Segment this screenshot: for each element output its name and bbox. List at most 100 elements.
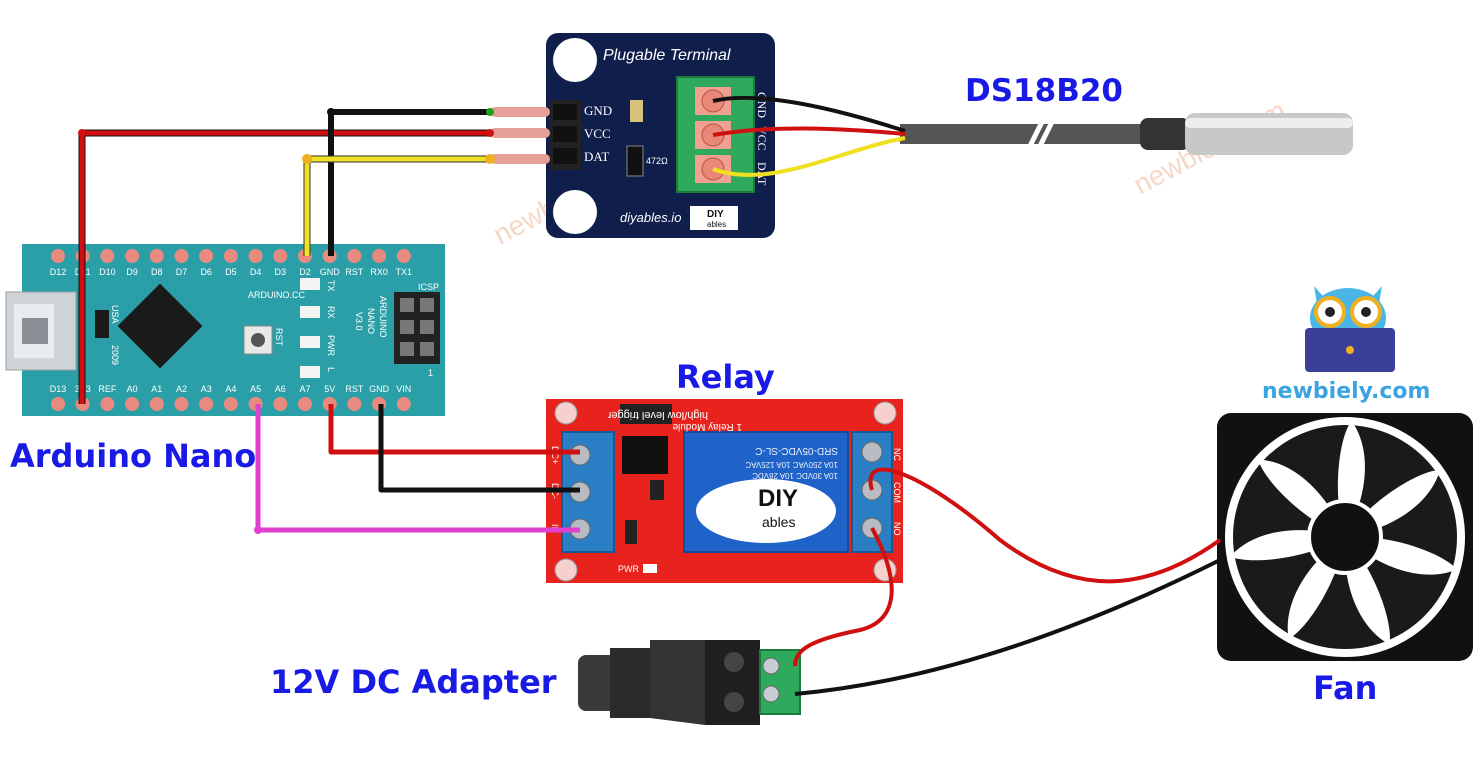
arduino-label: Arduino Nano (10, 437, 256, 475)
fan-icon (1217, 413, 1473, 661)
header-pad (273, 249, 288, 263)
header-pad (149, 249, 164, 263)
header-pad (174, 397, 189, 411)
adapter-label: 12V DC Adapter (270, 663, 557, 701)
relay-pin-no: NO (892, 522, 902, 536)
wire-adapter-positive (793, 527, 894, 667)
header-pad (100, 397, 115, 411)
relay-model: SRD-05VDC-SL-C (755, 445, 838, 456)
terminal-brand: diyables.io (620, 210, 681, 225)
wire-endpoints (78, 108, 495, 534)
silk-l: L (326, 367, 336, 372)
terminal-logo-top: DIY (707, 209, 724, 220)
relay-logo-bottom: ables (762, 514, 795, 530)
fan-label: Fan (1313, 669, 1377, 707)
header-pin-label: D2 (299, 267, 311, 277)
header-pad (125, 249, 140, 263)
header-pin-label: A5 (250, 384, 261, 394)
header-pad (199, 397, 214, 411)
relay-pin-dcplus: DC+ (550, 446, 560, 464)
header-pin-label: RX0 (370, 267, 388, 277)
header-pin-label: GND (320, 267, 341, 277)
wire-gnd-relay (378, 404, 580, 493)
header-pin-label: D4 (250, 267, 262, 277)
header-pin-label: 5V (324, 384, 335, 394)
terminal-pin-dat: DAT (584, 149, 609, 164)
terminal-pin-vcc: VCC (584, 126, 611, 141)
header-pin-label: D13 (50, 384, 67, 394)
wire-fan-negative (794, 558, 1221, 696)
header-pad (223, 397, 238, 411)
relay-logo-top: DIY (758, 485, 798, 512)
silk-rx: RX (326, 306, 336, 319)
header-pin-label: A6 (275, 384, 286, 394)
header-pin-label: D9 (126, 267, 138, 277)
silk-usa: USA (110, 305, 120, 324)
screw-label-gnd: GND (755, 92, 769, 118)
header-pin-label: D8 (151, 267, 163, 277)
header-pad (223, 249, 238, 263)
mount-hole-icon (553, 190, 597, 234)
relay-module: DC+ DC- IN PWR SRD-05VDC-SL-C 10A 250VAC… (546, 399, 903, 583)
header-pad (125, 397, 140, 411)
reset-button-icon (251, 333, 265, 347)
header-pin-label: TX1 (396, 267, 413, 277)
silk-arduino-cc: ARDUINO.CC (248, 290, 306, 300)
header-pin-label: A7 (299, 384, 310, 394)
temperature-probe-icon (900, 113, 1353, 155)
header-pin-label: D5 (225, 267, 237, 277)
silk-year: 2009 (110, 345, 120, 365)
silk-tx: TX (326, 280, 336, 292)
header-pin-label: D6 (200, 267, 212, 277)
silk-pwr: PWR (326, 335, 336, 356)
microcontroller-chip (117, 283, 203, 369)
header-pad (273, 397, 288, 411)
wire-fan-positive (868, 467, 1222, 584)
header-pad (347, 249, 362, 263)
silk-name: ARDUINO (378, 296, 388, 338)
header-pad (347, 397, 362, 411)
header-pin-label: D12 (50, 267, 67, 277)
header-pad (248, 249, 263, 263)
header-pad (372, 249, 387, 263)
dc-jack-icon (578, 640, 801, 725)
wire-signal (255, 404, 580, 533)
silk-one: 1 (428, 368, 433, 378)
header-pin-label: RST (345, 384, 364, 394)
header-pin-label: VIN (396, 384, 411, 394)
header-pin-label: A2 (176, 384, 187, 394)
header-pad (149, 397, 164, 411)
silk-icsp: ICSP (418, 282, 439, 292)
header-pad (51, 397, 65, 411)
header-pad (199, 249, 214, 263)
wire-data (304, 156, 490, 256)
silk-version: V3.0 (354, 312, 364, 331)
mount-hole-icon (553, 38, 597, 82)
header-pin-label: D10 (99, 267, 116, 277)
header-pin-label: A4 (225, 384, 236, 394)
ds18b20-label: DS18B20 (965, 73, 1123, 109)
header-pad (396, 249, 411, 263)
header-pin-label: A3 (201, 384, 212, 394)
header-pin-label: D7 (176, 267, 188, 277)
owl-logo-icon (1305, 286, 1395, 372)
relay-pwr-label: PWR (618, 564, 639, 574)
header-pin-label: A1 (151, 384, 162, 394)
terminal-board: Plugable Terminal GND VCC DAT 472Ω GND V… (546, 33, 775, 238)
relay-rating-2: 10A 30VDC 10A 28VDC (752, 471, 838, 480)
relay-trigger-text: high/low level trigger (607, 409, 708, 421)
silk-rst: RST (274, 328, 284, 347)
relay-label: Relay (676, 358, 775, 396)
header-pin-label: D3 (275, 267, 287, 277)
header-pad (100, 249, 115, 263)
screw-label-vcc: VCC (755, 126, 769, 151)
header-pad (396, 397, 411, 411)
header-pin-label: REF (98, 384, 117, 394)
terminal-title: Plugable Terminal (603, 47, 731, 64)
relay-pin-com: COM (892, 482, 902, 503)
relay-pin-nc: NC (892, 448, 902, 461)
